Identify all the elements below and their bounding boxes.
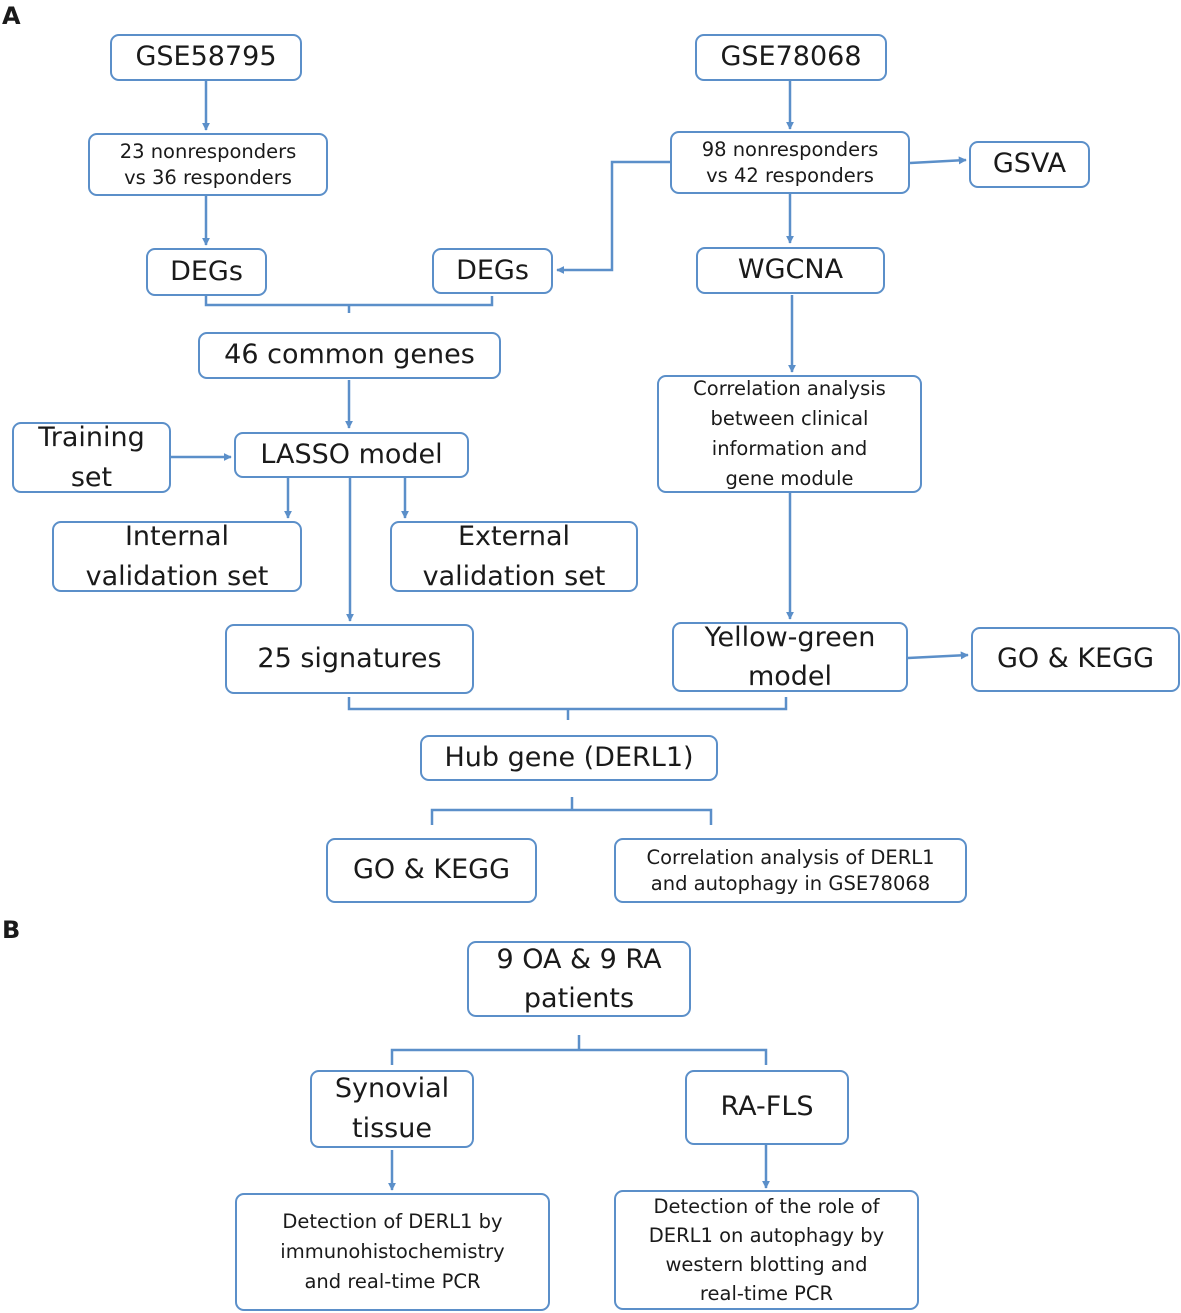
bracket-degs-merge [204,296,494,313]
gsva-box: GSVA [969,141,1090,188]
hub-gene-box: Hub gene (DERL1) [420,735,718,781]
gse58795-box: GSE58795 [110,34,302,81]
gokegg-box-right: GO & KEGG [971,627,1180,692]
ra-fls-text: RA-FLS [720,1091,814,1123]
gsva-text: GSVA [992,148,1067,180]
gse58795-text: GSE58795 [135,41,277,73]
degs-text-right: DEGs [456,254,529,286]
bracket-patients-split [390,1035,768,1065]
degs-box-left: DEGs [146,248,267,296]
bracket-hub-split [430,797,713,825]
wgcna-box: WGCNA [696,247,885,294]
gse78068-text: GSE78068 [720,41,862,73]
gokegg-text-bottom: GO & KEGG [352,854,510,886]
lasso-model-box: LASSO model [234,432,469,478]
gokegg-box-bottom: GO & KEGG [326,838,537,903]
common-genes-box: 46 common genes [198,332,501,379]
wgcna-text: WGCNA [737,254,844,286]
arrow-comparison-to-gsva [909,156,967,165]
degs-box-right: DEGs [432,248,553,294]
common-genes-text: 46 common genes [224,339,475,371]
arrow-comparison-to-degs-right [556,160,670,274]
signatures-box: 25 signatures [225,624,474,694]
degs-text-left: DEGs [170,255,243,287]
lasso-model-text: LASSO model [260,438,443,470]
bracket-hub-merge [347,697,788,720]
panel-label-a: A [2,2,21,30]
panel-label-b: B [2,916,21,944]
gokegg-text-right: GO & KEGG [996,643,1154,675]
gse78068-box: GSE78068 [695,34,887,81]
hub-gene-text: Hub gene (DERL1) [444,741,694,773]
ra-fls-box: RA-FLS [685,1070,849,1145]
arrow-yellowgreen-to-gokegg [907,651,969,660]
signatures-text: 25 signatures [257,642,442,674]
